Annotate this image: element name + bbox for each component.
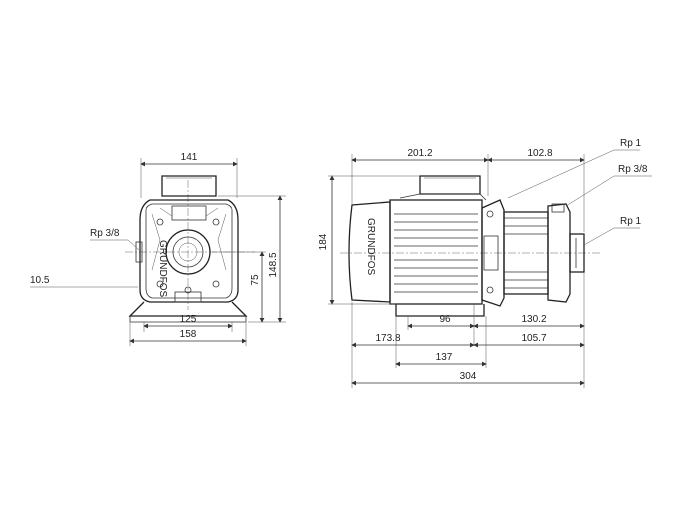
dim-front-height-total: 148.5 — [268, 252, 279, 277]
dim-side-overall-length: 304 — [460, 371, 477, 382]
dim-side-foot-center: 96 — [439, 314, 451, 325]
motor-fins — [394, 213, 478, 293]
dim-side-foot-span: 137 — [436, 352, 453, 363]
dim-side-pump-length: 102.8 — [527, 148, 552, 159]
dim-side-height: 184 — [318, 233, 329, 250]
dim-front-width-top: 141 — [181, 152, 198, 163]
pump-stage-lines — [504, 217, 548, 289]
svg-text:GRUNDFOS: GRUNDFOS — [157, 240, 168, 298]
label-side-port-mid: Rp 3/8 — [618, 164, 648, 175]
label-side-port-top: Rp 1 — [620, 138, 642, 149]
label-side-port-outlet: Rp 1 — [620, 216, 642, 227]
dim-front-base-inner: 125 — [180, 314, 197, 325]
dim-front-base-outer: 158 — [180, 329, 197, 340]
dim-side-motor-length: 201.2 — [407, 148, 432, 159]
dim-front-height-center: 75 — [250, 274, 261, 286]
front-view: GRUNDFOS 141 Rp 3/8 10.5 148.5 75 125 — [30, 152, 286, 346]
dim-front-foot-thickness: 10.5 — [30, 275, 50, 286]
label-front-port: Rp 3/8 — [90, 228, 120, 239]
dim-side-pump-to-end: 105.7 — [521, 333, 546, 344]
dim-side-pump-span: 130.2 — [521, 314, 546, 325]
side-view: GRUNDFOS — [318, 138, 652, 388]
svg-text:GRUNDFOS: GRUNDFOS — [365, 218, 376, 276]
dim-side-motor-to-foot: 173.8 — [375, 333, 400, 344]
